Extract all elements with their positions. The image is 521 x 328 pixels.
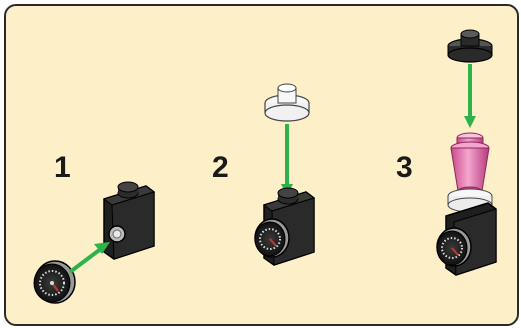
step3-group [436, 29, 497, 276]
step-number-3: 3 [396, 151, 413, 184]
gauge-piece-icon [436, 227, 472, 267]
black-round-plate-icon [447, 29, 493, 63]
step1-group [33, 181, 156, 304]
gauge-piece-icon [254, 218, 290, 258]
green-arrow-icon [281, 124, 293, 196]
headlight-brick-icon [102, 181, 156, 260]
pink-cone-icon [450, 132, 490, 196]
gauge-piece-icon [33, 260, 76, 304]
green-arrow-icon [464, 64, 476, 128]
instruction-panel: 1 2 3 [4, 4, 519, 326]
step-number-1: 1 [54, 151, 71, 184]
build-illustration [33, 29, 497, 304]
green-arrow-icon [68, 242, 110, 274]
step2-group [254, 83, 316, 266]
clear-round-plate-icon [264, 83, 310, 122]
step-number-2: 2 [212, 151, 229, 184]
